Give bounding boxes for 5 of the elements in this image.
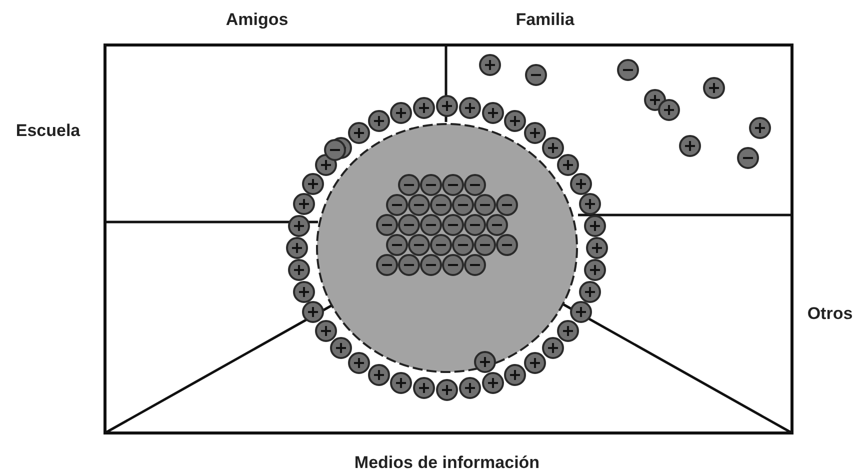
sector-label: Amigos	[226, 10, 288, 30]
sector-label: Otros	[807, 304, 853, 324]
sector-label: Medios de información	[354, 453, 540, 473]
sector-label: Escuela	[16, 121, 80, 141]
sector-label: Familia	[516, 10, 574, 30]
